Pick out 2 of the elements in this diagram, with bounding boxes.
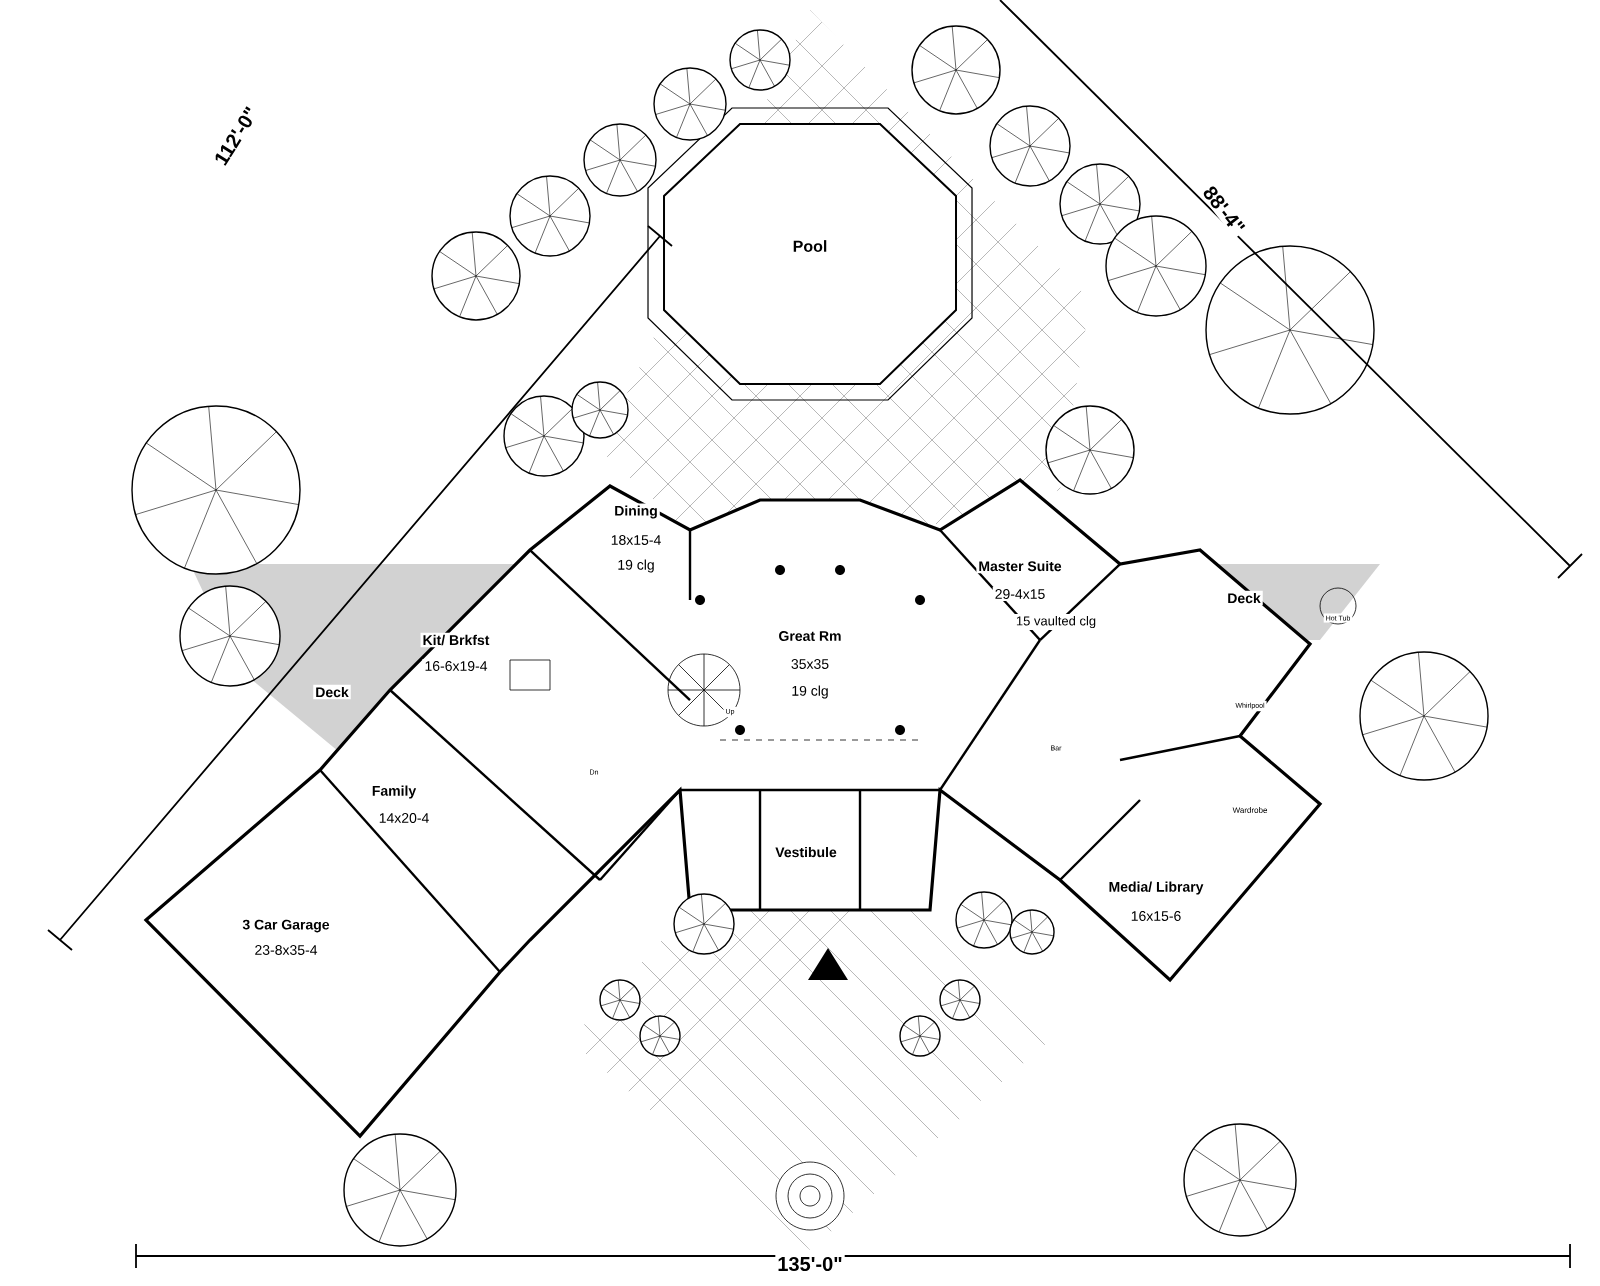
dimension-label: 135'-0" — [775, 1254, 845, 1274]
room-label: Pool — [790, 238, 830, 254]
